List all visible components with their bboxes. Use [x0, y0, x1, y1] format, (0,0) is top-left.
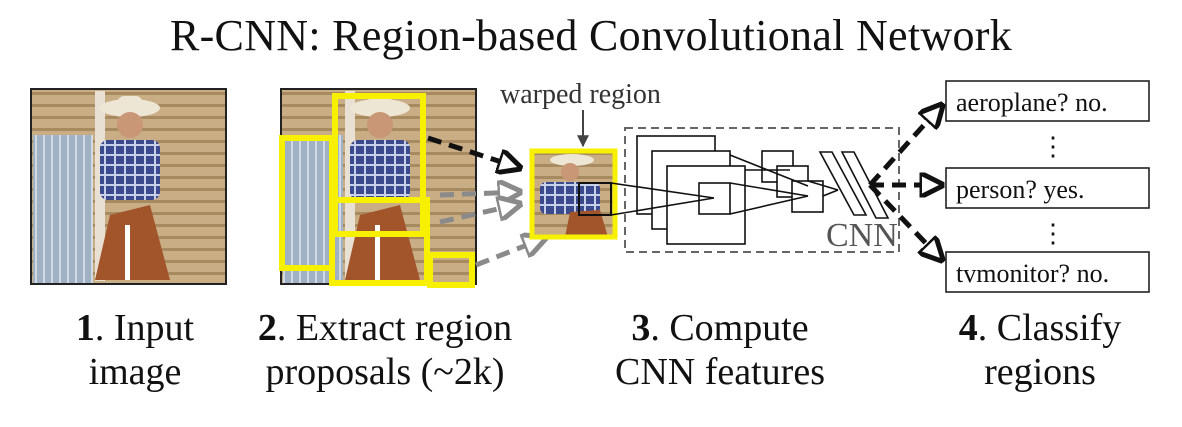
classification-arrows: [868, 105, 942, 260]
fc-layer-2: [840, 151, 890, 219]
ellipsis-1: ⋮: [1040, 132, 1066, 161]
warped-region-label: warped region: [500, 79, 661, 110]
step-text-3b: CNN features: [615, 351, 825, 393]
step-text-1b: image: [88, 351, 182, 393]
arrow-gray-3: [475, 238, 545, 268]
step-text-1a: . Input: [94, 307, 195, 349]
proposal-arrows: [427, 135, 545, 268]
class-box-aeroplane: aeroplane? no.: [945, 80, 1150, 122]
arrow-gray-1: [439, 192, 520, 195]
class-box-tvmonitor: tvmonitor? no.: [945, 251, 1150, 293]
arrow-to-aeroplane: [868, 105, 942, 187]
ellipsis-2: ⋮: [1040, 219, 1066, 248]
input-image: [30, 88, 227, 285]
cnn-dashed-frame: [624, 127, 900, 253]
step-caption-1: 1. Input image: [40, 306, 230, 394]
region-proposal-boxes: [279, 93, 475, 288]
step-caption-3: 3. Compute CNN features: [575, 306, 865, 394]
step-number-1: 1: [75, 307, 95, 349]
step-text-4a: . Classify: [977, 307, 1122, 349]
step-text-3a: . Compute: [650, 307, 809, 349]
step-text-2a: . Extract region: [276, 307, 513, 349]
arrow-gray-2: [439, 204, 520, 225]
step-number-2: 2: [257, 307, 277, 349]
class-label-tvmonitor: tvmonitor? no.: [956, 259, 1109, 288]
class-box-person: person? yes.: [945, 167, 1150, 209]
diagram-title: R-CNN: Region-based Convolutional Networ…: [169, 11, 1013, 60]
arrow-to-tvmonitor: [868, 183, 942, 260]
fc-layer-1: [818, 151, 868, 216]
conv-kernel-1: [698, 182, 731, 215]
conv-layer-3: [666, 165, 746, 245]
proposal-box-small: [427, 252, 475, 288]
warped-region-image: [529, 148, 618, 240]
step-number-3: 3: [631, 307, 651, 349]
step-caption-4: 4. Classify regions: [920, 306, 1160, 394]
cnn-block: CNN: [610, 127, 900, 254]
class-label-aeroplane: aeroplane? no.: [956, 88, 1108, 117]
class-label-person: person? yes.: [956, 175, 1085, 204]
step-number-4: 4: [958, 307, 978, 349]
step-caption-2: 2. Extract region proposals (~2k): [240, 306, 530, 394]
proposal-box-horse: [329, 197, 430, 286]
cnn-label: CNN: [826, 217, 898, 254]
step-text-2b: proposals (~2k): [265, 351, 505, 393]
step-text-4b: regions: [984, 351, 1096, 393]
arrow-dark-to-warped: [427, 135, 520, 168]
